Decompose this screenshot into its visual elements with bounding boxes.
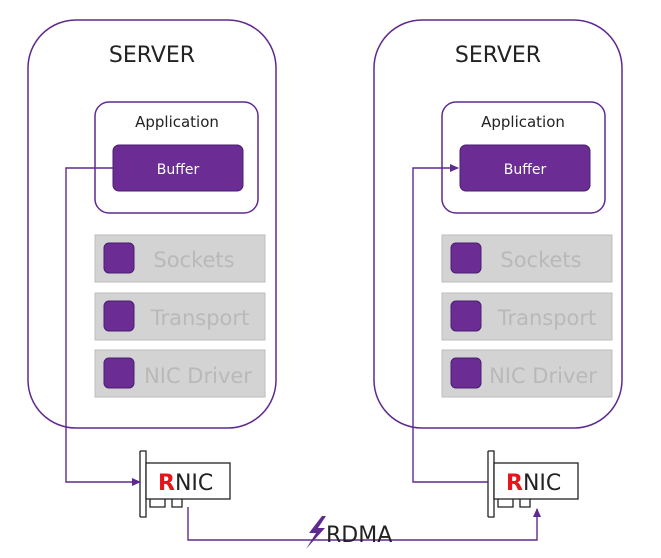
server-right-title: SERVER	[455, 43, 541, 68]
sockets-label-right: Sockets	[500, 248, 581, 272]
sockets-square-icon-right	[450, 242, 482, 274]
rnic-suffix-left: NIC	[175, 471, 213, 496]
nic-driver-label-left: NIC Driver	[144, 364, 252, 388]
rnic-label-left: RNIC	[158, 471, 213, 496]
application-label-left: Application	[135, 113, 219, 131]
buffer-block-right	[459, 144, 591, 192]
rnic-bracket-right	[487, 450, 495, 518]
rnic-card-right: RNIC	[487, 450, 579, 518]
rnic-card-left: RNIC	[139, 450, 231, 518]
sockets-label-left: Sockets	[153, 248, 234, 272]
rnic-r-letter-right: R	[506, 471, 523, 496]
server-right: SERVER Application Buffer Sockets Transp…	[373, 19, 623, 429]
path-buffer-to-rnic-left	[65, 167, 141, 486]
nic-driver-square-icon-left	[103, 357, 135, 389]
nic-driver-square-icon-right	[450, 357, 482, 389]
rdma-label: RDMA	[326, 523, 392, 548]
lightning-bolt-icon	[306, 516, 326, 549]
path-rnic-to-buffer-right	[412, 164, 488, 483]
buffer-label-left: Buffer	[157, 162, 200, 178]
buffer-label-right: Buffer	[504, 162, 547, 178]
server-left: SERVER Application Buffer Sockets Transp…	[27, 19, 277, 429]
application-label-right: Application	[481, 113, 565, 131]
transport-square-icon-left	[103, 300, 135, 332]
path-rnic-left-to-rnic-right	[187, 507, 541, 541]
rnic-label-right: RNIC	[506, 471, 561, 496]
rdma-link-label: RDMA	[306, 516, 392, 549]
rnic-suffix-right: NIC	[523, 471, 561, 496]
sockets-square-icon-left	[103, 242, 135, 274]
transport-square-icon-right	[450, 300, 482, 332]
nic-driver-label-right: NIC Driver	[489, 364, 597, 388]
rnic-bracket-left	[139, 450, 147, 518]
rnic-connector-right	[497, 499, 531, 508]
rnic-r-letter-left: R	[158, 471, 175, 496]
transport-label-right: Transport	[497, 306, 597, 330]
rnic-connector-left	[149, 499, 183, 508]
rnic-board-right	[493, 462, 579, 500]
server-left-title: SERVER	[109, 43, 195, 68]
transport-label-left: Transport	[150, 306, 250, 330]
rnic-board-left	[145, 462, 231, 500]
